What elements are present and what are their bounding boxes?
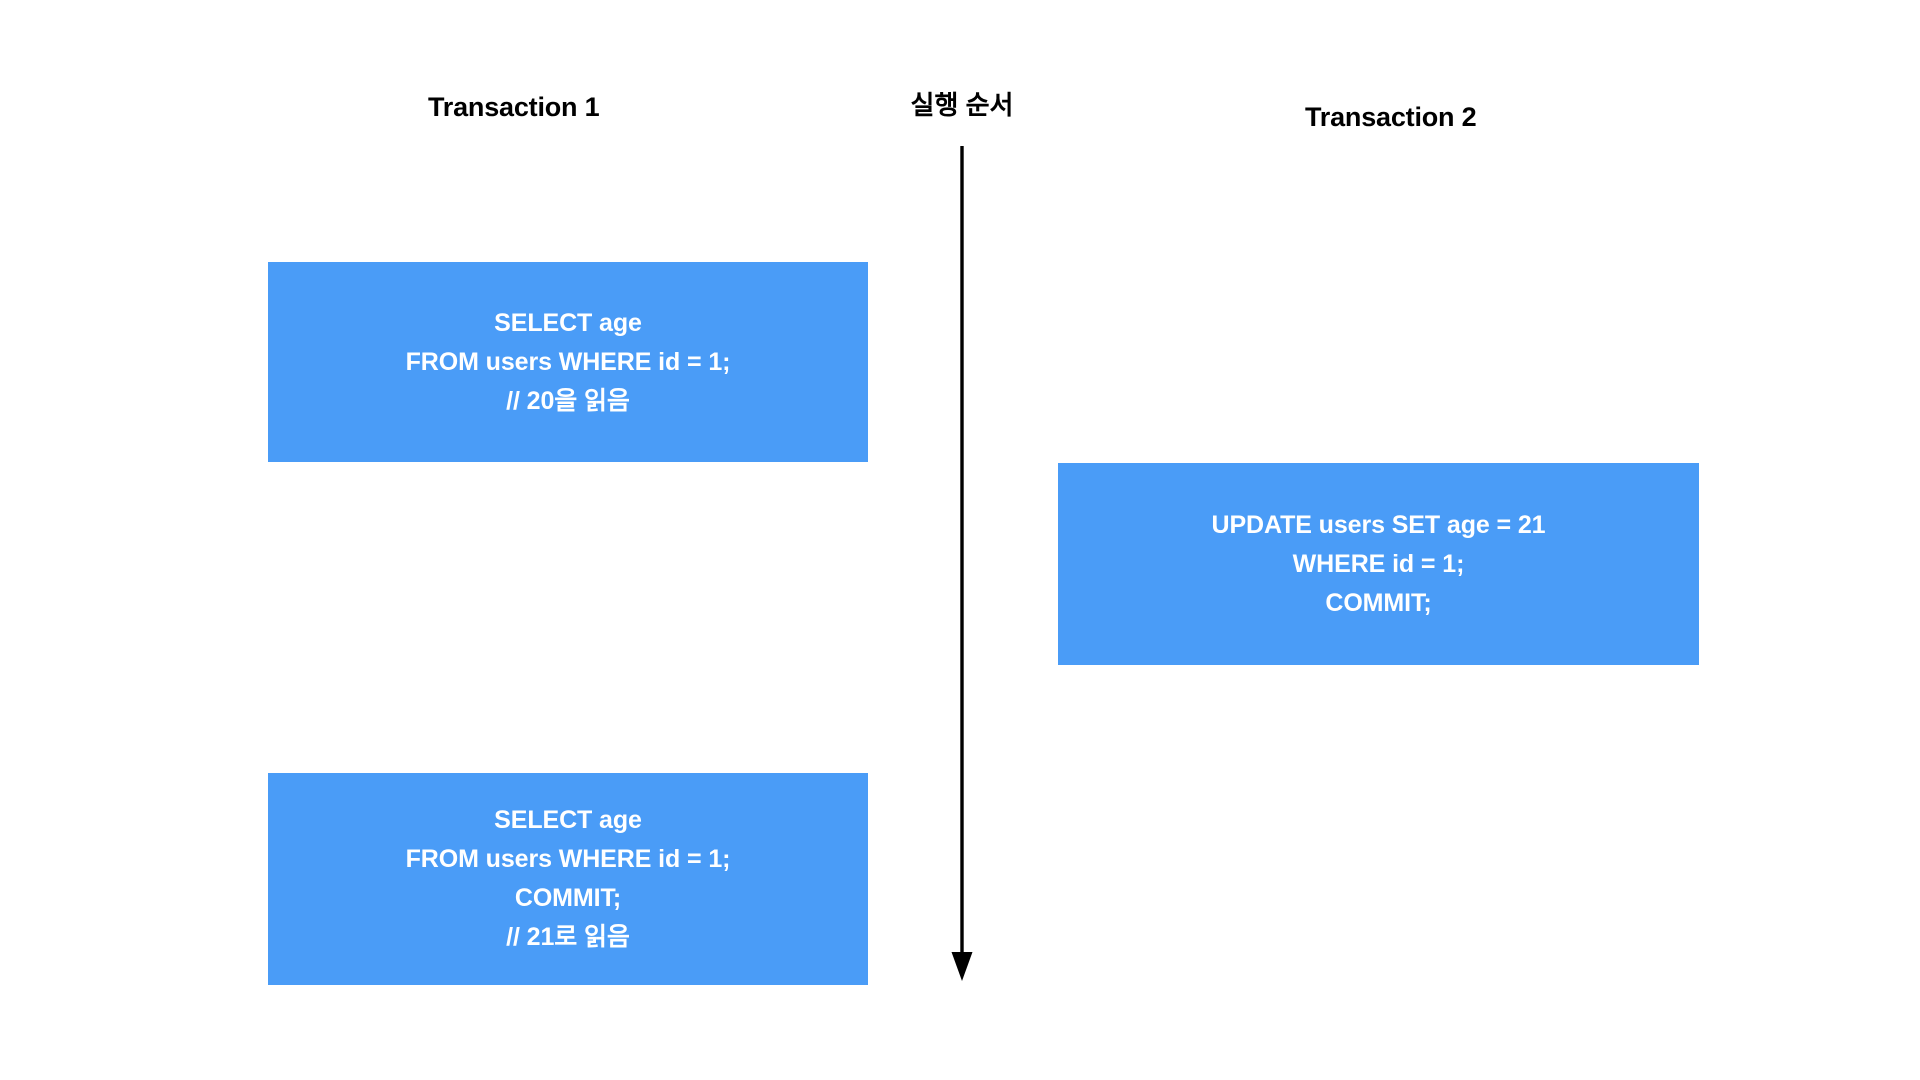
statement-text: SELECT age FROM users WHERE id = 1; COMM… xyxy=(405,806,731,951)
column-heading-transaction-1: Transaction 1 xyxy=(428,92,600,122)
statement-box-t1-read1[interactable]: SELECT age FROM users WHERE id = 1; // 2… xyxy=(268,262,868,462)
statement-box-t2-update[interactable]: UPDATE users SET age = 21 WHERE id = 1; … xyxy=(1058,463,1699,665)
arrow-down-icon xyxy=(951,146,973,981)
statement-text: SELECT age FROM users WHERE id = 1; // 2… xyxy=(405,308,731,415)
timeline-label: 실행 순서 xyxy=(910,90,1014,120)
statement-text: UPDATE users SET age = 21 WHERE id = 1; … xyxy=(1211,510,1546,617)
column-heading-transaction-2: Transaction 2 xyxy=(1305,102,1477,132)
statement-box-t1-read2[interactable]: SELECT age FROM users WHERE id = 1; COMM… xyxy=(268,773,868,985)
